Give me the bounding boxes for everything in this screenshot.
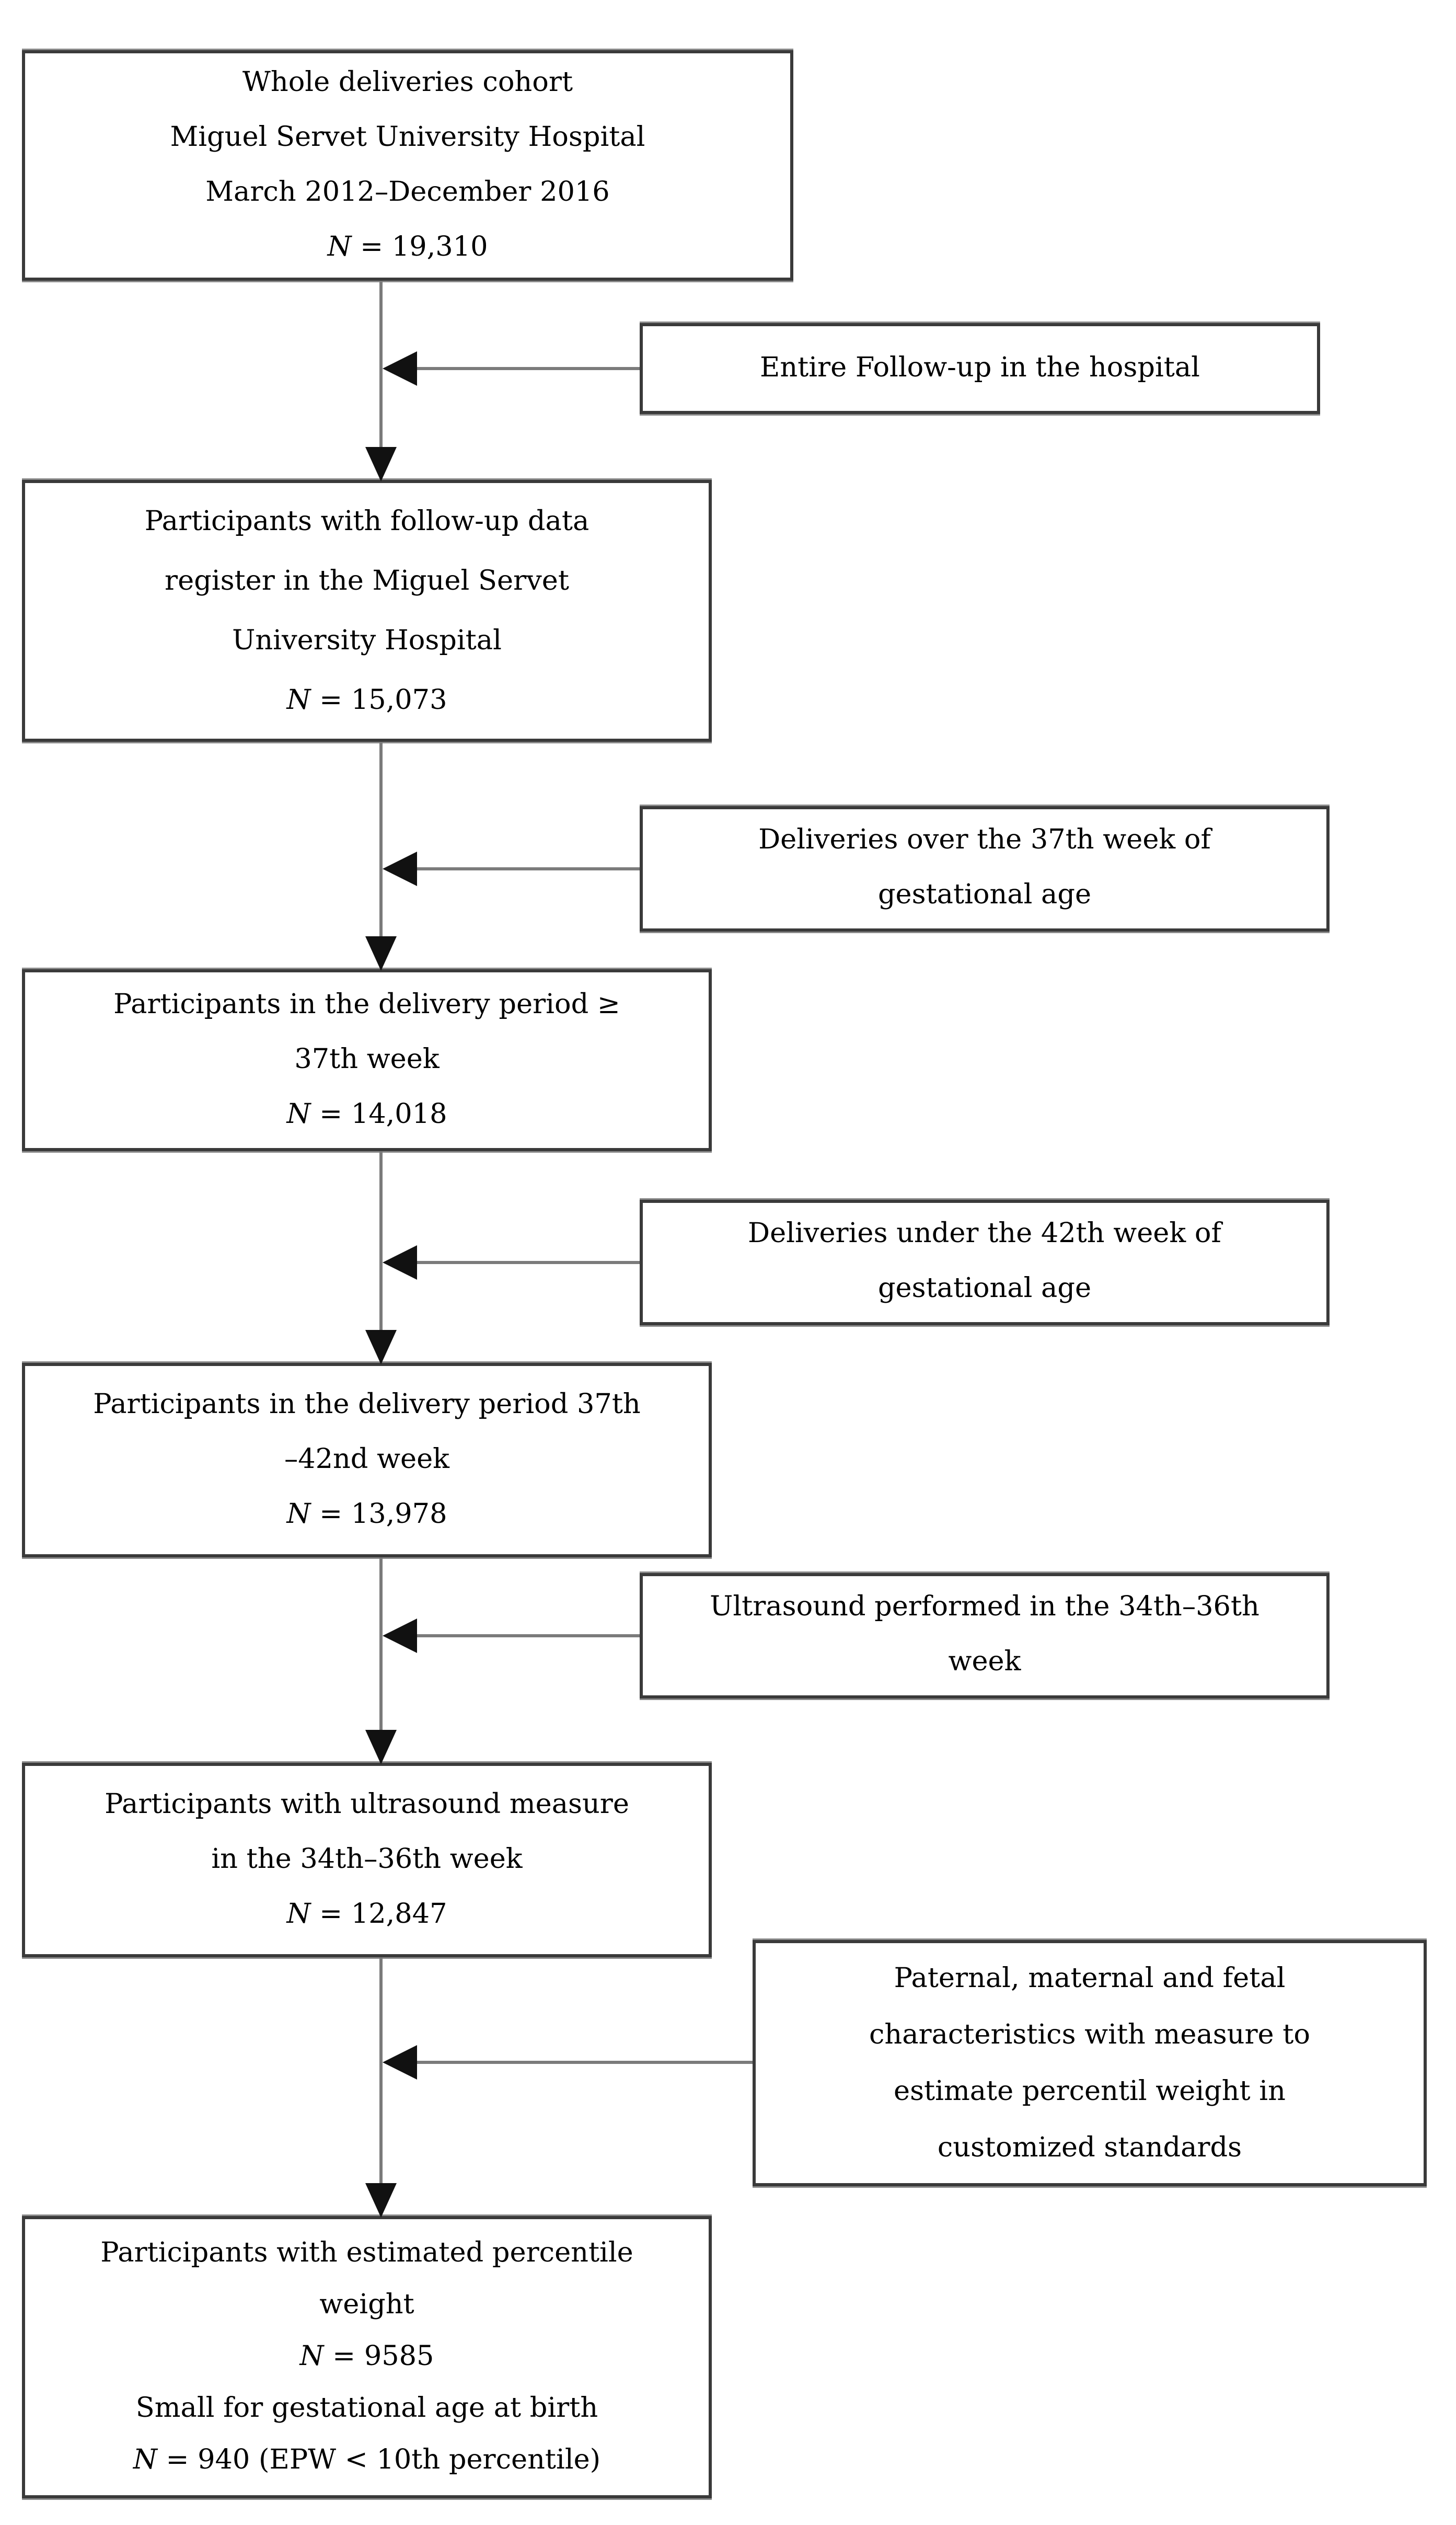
criteria-box-under-42th-week: Deliveries under the 42th week of gestati… <box>640 1200 1330 1325</box>
box-text-line: N = 14,018 <box>286 1098 447 1130</box>
criteria-box-characteristics-percentil: Paternal, maternal and fetal characterist… <box>753 1940 1427 2186</box>
box-text-line: Entire Follow-up in the hospital <box>760 352 1200 384</box>
box-text-line: gestational age <box>877 1273 1092 1305</box>
box-text-line: Participants in the delivery period ≥ <box>113 989 620 1020</box>
criteria-box-entire-follow-up: Entire Follow-up in the hospital <box>640 323 1320 414</box>
box-text-line: Whole deliveries cohort <box>242 66 573 98</box>
box-text-line: Deliveries over the 37th week of <box>758 825 1211 856</box>
box-text-line: Participants in the delivery period 37th <box>93 1388 641 1420</box>
box-text-line: Participants with follow-up data <box>144 506 590 537</box>
box-text-line: N = 13,978 <box>286 1498 447 1530</box>
box-text-line: gestational age <box>877 880 1092 911</box>
box-text-line: 37th week <box>294 1043 440 1075</box>
box-text-line: N = 19,310 <box>327 231 488 263</box>
arrow-left-icon <box>383 852 417 886</box>
flow-box-ultrasound-34th-36th-week: Participants with ultrasound measure in t… <box>22 1763 712 1957</box>
connector-line-horizontal-5 <box>398 2061 753 2064</box>
box-text-line: Small for gestational age at birth <box>135 2392 598 2424</box>
box-text-line: Miguel Servet University Hospital <box>170 121 645 153</box>
arrow-down-icon <box>365 936 397 971</box>
flow-box-follow-up-registered: Participants with follow-up data register… <box>22 480 712 742</box>
box-text-line: in the 34th–36th week <box>211 1843 523 1875</box>
flow-box-delivery-ge-37th-week: Participants in the delivery period ≥ 37t… <box>22 969 712 1151</box>
box-text-line: weight <box>319 2289 414 2321</box>
arrow-left-icon <box>383 351 417 386</box>
connector-line-vertical-4 <box>379 1557 383 1763</box>
box-text-line: characteristics with measure to <box>869 2019 1311 2051</box>
box-text-line: N = 940 (EPW < 10th percentile) <box>133 2444 601 2476</box>
box-text-line: Deliveries under the 42th week of <box>748 1219 1221 1250</box>
box-text-line: N = 9585 <box>299 2340 434 2372</box>
box-text-line: March 2012–December 2016 <box>205 176 610 208</box>
box-text-line: N = 15,073 <box>286 684 447 716</box>
connector-line-vertical-3 <box>379 1151 383 1363</box>
connector-line-vertical-1 <box>379 281 383 480</box>
arrow-left-icon <box>383 1245 417 1280</box>
connector-line-horizontal-4 <box>398 1634 640 1637</box>
box-text-line: week <box>948 1647 1021 1678</box>
criteria-box-over-37th-week: Deliveries over the 37th week of gestatio… <box>640 806 1330 932</box>
connector-line-vertical-2 <box>379 742 383 969</box>
arrow-down-icon <box>365 2183 397 2218</box>
box-text-line: Participants with estimated percentile <box>100 2237 633 2269</box>
connector-line-horizontal-2 <box>398 867 640 870</box>
arrow-down-icon <box>365 1730 397 1764</box>
arrow-down-icon <box>365 1330 397 1364</box>
box-text-line: University Hospital <box>232 625 502 657</box>
box-text-line: Paternal, maternal and fetal <box>894 1962 1286 1994</box>
arrow-left-icon <box>383 2045 417 2080</box>
arrow-left-icon <box>383 1619 417 1653</box>
flow-box-estimated-percentile-weight: Participants with estimated percentile we… <box>22 2216 712 2498</box>
box-text-line: Participants with ultrasound measure <box>105 1788 629 1820</box>
arrow-down-icon <box>365 447 397 481</box>
box-text-line: estimate percentil weight in <box>894 2075 1286 2107</box>
criteria-box-ultrasound-performed: Ultrasound performed in the 34th–36th wee… <box>640 1573 1330 1698</box>
box-text-line: register in the Miguel Servet <box>165 565 569 597</box>
box-text-line: customized standards <box>937 2132 1242 2164</box>
box-text-line: Ultrasound performed in the 34th–36th <box>710 1592 1259 1623</box>
connector-line-horizontal-3 <box>398 1261 640 1264</box>
connector-line-vertical-5 <box>379 1957 383 2216</box>
box-text-line: N = 12,847 <box>286 1898 447 1930</box>
flow-box-delivery-37th-42nd-week: Participants in the delivery period 37th… <box>22 1363 712 1557</box>
connector-line-horizontal-1 <box>398 367 640 370</box>
box-text-line: –42nd week <box>284 1443 450 1475</box>
